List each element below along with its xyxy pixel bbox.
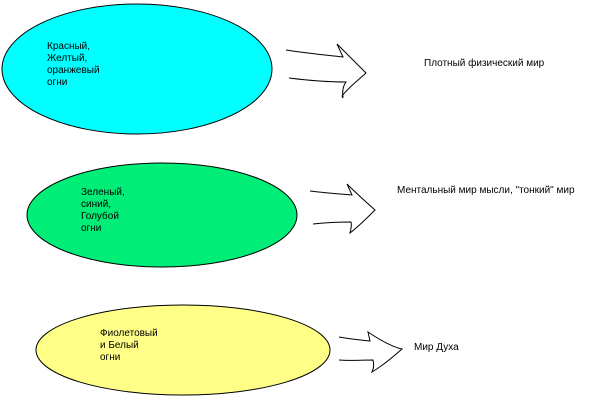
ellipse-2-line-3: Голубой bbox=[81, 211, 119, 222]
ellipse-3-line-2: и Белый bbox=[100, 340, 139, 351]
result-2-label: Ментальный мир мысли, "тонкий" мир bbox=[397, 185, 575, 196]
ellipse-1-label: Красный, Желтый, оранжевый огни bbox=[47, 41, 100, 89]
ellipse-1-line-2: Желтый, bbox=[47, 53, 88, 64]
ellipse-1 bbox=[1, 3, 273, 135]
ellipse-3 bbox=[35, 304, 331, 396]
ellipse-2-label: Зеленый, синий, Голубой огни bbox=[81, 187, 125, 235]
ellipse-2 bbox=[26, 162, 298, 268]
result-3-label: Мир Духа bbox=[414, 342, 459, 353]
ellipse-3-line-3: огни bbox=[100, 352, 121, 363]
arrow-2-icon bbox=[309, 183, 376, 235]
result-1-label: Плотный физический мир bbox=[424, 58, 545, 69]
ellipse-1-line-3: оранжевый bbox=[47, 65, 100, 76]
arrow-1-icon bbox=[285, 43, 367, 99]
ellipse-1-line-4: огни bbox=[47, 77, 68, 88]
arrow-3-icon bbox=[338, 330, 404, 374]
ellipse-3-label: Фиолетовый и Белый огни bbox=[100, 328, 158, 364]
ellipse-3-line-1: Фиолетовый bbox=[100, 328, 158, 339]
ellipse-2-line-4: огни bbox=[81, 223, 102, 234]
ellipse-2-line-2: синий, bbox=[81, 199, 112, 210]
ellipse-2-line-1: Зеленый, bbox=[81, 187, 125, 198]
ellipse-1-line-1: Красный, bbox=[47, 41, 91, 52]
